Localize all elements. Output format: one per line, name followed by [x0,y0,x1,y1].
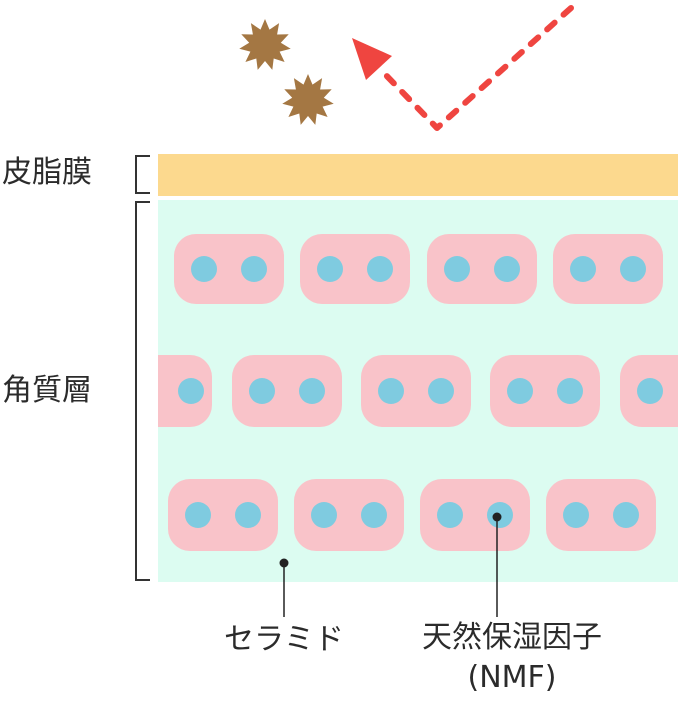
corneocyte-cell [128,355,212,427]
nmf-dot [570,256,596,282]
sebum-film-label: 皮脂膜 [2,155,92,190]
nmf-dot [444,256,470,282]
ceramide-pointer [279,558,289,617]
corneocyte-cell [427,234,537,304]
corneocyte-cell [174,234,284,304]
dust-particle-icon [282,74,334,125]
nmf-dot [428,378,454,404]
nmf-dot [494,256,520,282]
nmf-dot [437,502,463,528]
corneocyte-cells [128,234,678,551]
corneocyte-cell [300,234,410,304]
ceramide-label: セラミド [224,622,344,657]
corneocyte-cell [294,479,404,551]
nmf-pointer [492,512,502,617]
nmf-dot [557,378,583,404]
corneocyte-cell [620,355,678,427]
nmf-dot [563,502,589,528]
nmf-dot [241,256,267,282]
corneocyte-cell [168,479,278,551]
nmf-dot [507,378,533,404]
nmf-dot [361,502,387,528]
deflected-arrow-icon [352,5,574,131]
dust-particles [239,19,334,125]
corneum-bracket [135,201,150,581]
corneocyte-cell [546,479,656,551]
nmf-dot [191,256,217,282]
dust-particle-icon [239,19,291,70]
nmf-dot [613,502,639,528]
nmf-dot [249,378,275,404]
sebum-bracket [135,155,150,194]
stratum-corneum-label: 角質層 [2,373,92,408]
nmf-dot [178,378,204,404]
nmf-dot [299,378,325,404]
nmf-dot [185,502,211,528]
nmf-dot [367,256,393,282]
corneocyte-cell [420,479,530,551]
corneocyte-cell [490,355,600,427]
corneocyte-cell [361,355,471,427]
nmf-dot [311,502,337,528]
nmf-label: 天然保湿因子 [422,620,602,655]
nmf-dot [128,378,154,404]
nmf-dot [317,256,343,282]
corneocyte-cell [553,234,663,304]
nmf-dot [378,378,404,404]
nmf-dot [235,502,261,528]
nmf-dot [620,256,646,282]
nmf-dot [637,378,663,404]
corneocyte-cell [232,355,342,427]
sebum-film-layer [158,154,678,196]
nmf-abbrev-label: (NMF) [467,660,557,695]
